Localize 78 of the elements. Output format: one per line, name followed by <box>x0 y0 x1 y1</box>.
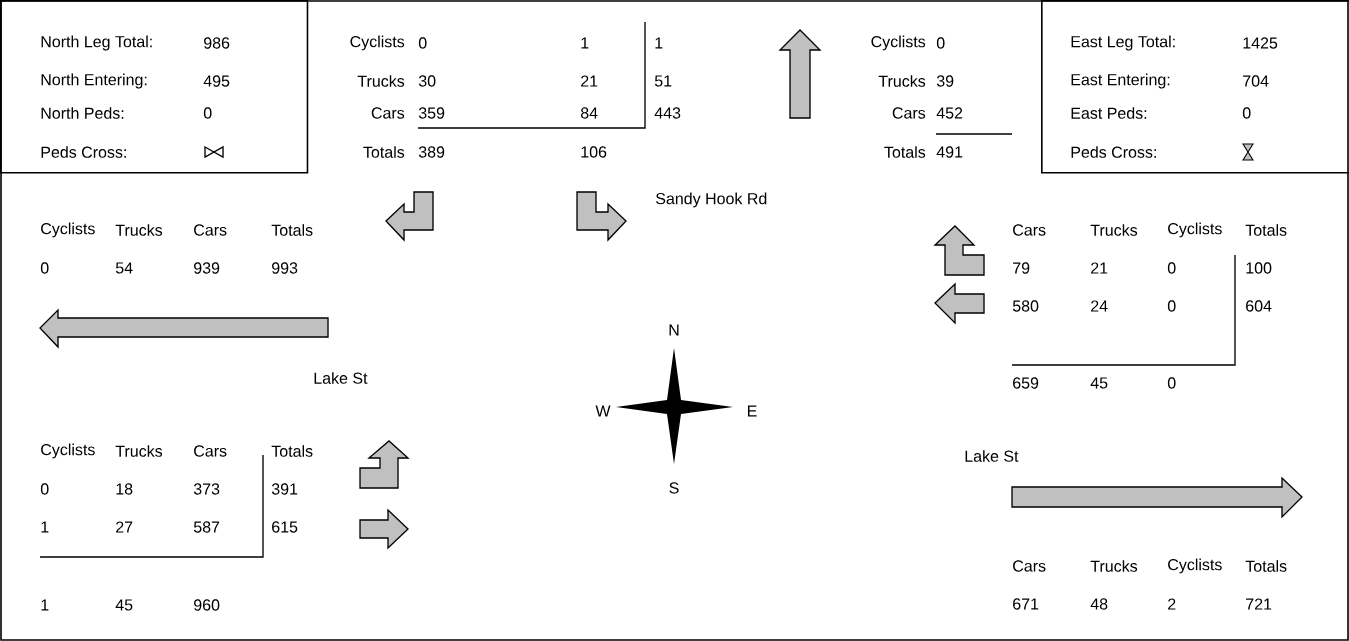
column-header: Cyclists <box>1168 558 1222 574</box>
count-value: 0 <box>1167 377 1176 389</box>
row-label: Trucks <box>357 75 405 87</box>
count-value: 18 <box>116 483 133 495</box>
column-header: Totals <box>1245 224 1287 236</box>
count-value: 389 <box>418 146 445 158</box>
count-value: 45 <box>115 599 133 611</box>
count-value: 1 <box>41 521 49 533</box>
row-label: Cars <box>892 107 926 119</box>
count-value: 51 <box>654 75 672 87</box>
compass-label: N <box>669 324 679 336</box>
count-value: 443 <box>654 107 681 119</box>
column-header: Totals <box>1245 560 1287 572</box>
column-header: Totals <box>271 224 313 236</box>
count-value: 960 <box>194 599 220 611</box>
column-header: Cars <box>1013 224 1046 236</box>
count-value: 721 <box>1246 598 1272 610</box>
count-value: 1 <box>581 37 589 49</box>
column-header: Totals <box>271 445 313 457</box>
count-value: 0 <box>1167 300 1176 312</box>
count-value: 39 <box>936 75 954 87</box>
column-header: Trucks <box>115 224 163 236</box>
count-value: 659 <box>1013 377 1039 389</box>
column-header: Cars <box>194 224 227 236</box>
count-value: 604 <box>1246 300 1272 312</box>
street-name: Lake St <box>314 372 368 384</box>
count-value: 1 <box>41 599 49 611</box>
column-header: Trucks <box>1090 224 1138 236</box>
count-value: 1 <box>655 37 663 49</box>
row-label: Trucks <box>878 75 926 87</box>
row-label: Totals <box>363 146 405 158</box>
info-panel: North Leg Total: 986 North Entering: 495 North Peds: 0 Peds Cross: <box>0 0 309 174</box>
row-label: Cars <box>371 107 405 119</box>
count-value: 106 <box>581 146 607 158</box>
column-header: Cyclists <box>41 443 95 459</box>
count-value: 0 <box>40 483 49 495</box>
column-header: Cyclists <box>1168 222 1222 238</box>
info-panel: East Leg Total: 1425 East Entering: 704 East Peds: 0 Peds Cross: <box>1041 0 1349 174</box>
compass-label: S <box>669 482 679 494</box>
count-value: 30 <box>418 75 436 87</box>
count-value: 0 <box>936 37 945 49</box>
count-value: 452 <box>936 107 963 119</box>
street-name: Sandy Hook Rd <box>656 192 767 208</box>
count-value: 100 <box>1246 262 1272 274</box>
row-label: Cyclists <box>350 35 405 51</box>
count-value: 491 <box>936 146 963 158</box>
compass-label: E <box>748 405 757 417</box>
row-label: Totals <box>884 146 926 158</box>
column-header: Trucks <box>1090 560 1138 572</box>
count-value: 48 <box>1090 598 1108 610</box>
count-value: 580 <box>1012 300 1039 312</box>
street-name: Lake St <box>965 450 1019 462</box>
count-value: 21 <box>1091 262 1108 274</box>
count-value: 939 <box>194 262 220 274</box>
count-value: 45 <box>1090 377 1108 389</box>
count-value: 24 <box>1091 300 1108 312</box>
count-value: 0 <box>1167 262 1176 274</box>
count-value: 27 <box>116 521 133 533</box>
count-value: 0 <box>40 262 49 274</box>
count-value: 2 <box>1168 598 1176 610</box>
count-value: 0 <box>418 37 427 49</box>
count-value: 615 <box>272 521 298 533</box>
column-header: Trucks <box>115 445 163 457</box>
column-header: Cars <box>1013 560 1046 572</box>
count-value: 373 <box>193 483 220 495</box>
count-value: 54 <box>115 262 133 274</box>
column-header: Cyclists <box>41 222 95 238</box>
count-value: 21 <box>581 75 598 87</box>
count-value: 79 <box>1013 262 1030 274</box>
count-value: 993 <box>272 262 298 274</box>
count-value: 587 <box>193 521 220 533</box>
compass-label: W <box>595 405 611 417</box>
row-label: Cyclists <box>871 35 926 51</box>
count-value: 84 <box>580 107 598 119</box>
count-value: 359 <box>418 107 445 119</box>
column-header: Cars <box>194 445 227 457</box>
count-value: 671 <box>1013 598 1039 610</box>
count-value: 391 <box>271 483 298 495</box>
